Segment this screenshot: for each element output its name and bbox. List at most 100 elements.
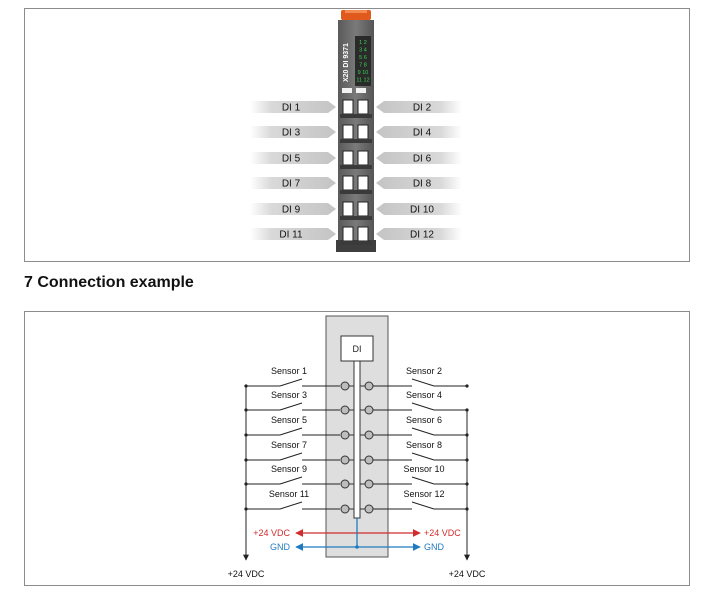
status-led-row: 5 6 bbox=[359, 55, 367, 61]
terminal-label-right: DI 4 bbox=[413, 128, 432, 139]
terminal-slot bbox=[342, 124, 354, 140]
module-top-cap-shade bbox=[345, 10, 367, 13]
terminal-slot bbox=[342, 99, 354, 115]
terminal-slot bbox=[342, 226, 354, 242]
bottom-supply-right: +24 VDC bbox=[449, 569, 486, 579]
sensor-switch-right bbox=[411, 378, 435, 387]
terminal-label-right: DI 12 bbox=[410, 230, 434, 241]
terminal-point-left bbox=[340, 430, 350, 440]
terminal-slot bbox=[357, 150, 369, 166]
terminal-point-right bbox=[364, 381, 374, 391]
sensor-switch-left bbox=[279, 427, 303, 436]
sensor-switch-left bbox=[279, 402, 303, 411]
terminal-bar-right bbox=[376, 228, 462, 240]
di-box-label: DI bbox=[353, 344, 362, 354]
terminal-label-left: DI 11 bbox=[279, 230, 303, 241]
sensor-label-right: Sensor 8 bbox=[406, 440, 442, 450]
sensor-switch-left bbox=[279, 378, 303, 387]
terminal-bar-left bbox=[250, 177, 336, 189]
terminal-point-right bbox=[364, 479, 374, 489]
sensor-switch-left bbox=[279, 476, 303, 485]
module-white-tab bbox=[342, 88, 352, 93]
terminal-point-left bbox=[340, 479, 350, 489]
status-led-row: 9 10 bbox=[358, 70, 369, 76]
terminal-divider bbox=[340, 114, 372, 118]
sensor-switch-left bbox=[279, 501, 303, 510]
terminal-bar-left bbox=[250, 203, 336, 215]
terminal-slot bbox=[357, 201, 369, 217]
terminal-slot bbox=[342, 175, 354, 191]
status-led-row: 11 12 bbox=[356, 78, 369, 84]
terminal-slot bbox=[357, 175, 369, 191]
gnd-label-right: GND bbox=[424, 542, 445, 552]
terminal-divider bbox=[340, 241, 372, 245]
di-bus bbox=[353, 360, 361, 519]
terminal-bar-right bbox=[376, 101, 462, 113]
status-led-row: 1 2 bbox=[359, 40, 367, 46]
terminal-bar-right bbox=[376, 203, 462, 215]
terminal-point-right bbox=[364, 405, 374, 415]
terminal-bar-right bbox=[376, 177, 462, 189]
terminal-point-right bbox=[364, 504, 374, 514]
bottom-supply-left: +24 VDC bbox=[228, 569, 265, 579]
terminal-bar-right bbox=[376, 152, 462, 164]
terminal-slot bbox=[357, 124, 369, 140]
sensor-label-left: Sensor 5 bbox=[271, 415, 307, 425]
sensor-switch-left bbox=[279, 452, 303, 461]
terminal-point-right bbox=[364, 430, 374, 440]
connection-diagram: DI Sensor 1 Sensor 2 Sensor 3 Sensor 4 Senso… bbox=[228, 315, 486, 579]
gnd-junction bbox=[355, 545, 359, 549]
sensor-label-right: Sensor 10 bbox=[403, 464, 444, 474]
section-heading: 7 Connection example bbox=[24, 274, 194, 291]
terminal-label-left: DI 5 bbox=[282, 154, 301, 165]
sensor-label-left: Sensor 1 bbox=[271, 366, 307, 376]
gnd-label-left: GND bbox=[270, 542, 291, 552]
sensor-label-right: Sensor 12 bbox=[403, 489, 444, 499]
terminal-divider bbox=[340, 139, 372, 143]
terminal-divider bbox=[340, 190, 372, 194]
terminal-bar-right bbox=[376, 126, 462, 138]
terminal-label-right: DI 8 bbox=[413, 179, 432, 190]
terminal-bar-left bbox=[250, 126, 336, 138]
terminal-slot bbox=[342, 150, 354, 166]
terminal-divider bbox=[340, 165, 372, 169]
sensor-switch-right bbox=[411, 402, 435, 411]
terminal-bar-left bbox=[250, 152, 336, 164]
terminal-slot bbox=[357, 226, 369, 242]
sensor-switch-right bbox=[411, 501, 435, 510]
terminal-bar-left bbox=[250, 101, 336, 113]
terminal-slot bbox=[342, 201, 354, 217]
status-display bbox=[355, 36, 371, 86]
module-white-tab bbox=[356, 88, 366, 93]
terminal-point-left bbox=[340, 504, 350, 514]
terminal-label-left: DI 3 bbox=[282, 128, 301, 139]
terminal-bar-left bbox=[250, 228, 336, 240]
terminal-label-left: DI 1 bbox=[282, 103, 301, 114]
terminal-label-right: DI 2 bbox=[413, 103, 432, 114]
terminal-label-right: DI 10 bbox=[410, 205, 434, 216]
sensor-label-right: Sensor 2 bbox=[406, 366, 442, 376]
terminal-divider bbox=[340, 216, 372, 220]
supply-label-left: +24 VDC bbox=[253, 528, 290, 538]
sensor-switch-right bbox=[411, 452, 435, 461]
sensor-label-right: Sensor 6 bbox=[406, 415, 442, 425]
rail-junction bbox=[465, 384, 469, 388]
terminal-point-left bbox=[340, 455, 350, 465]
terminal-point-right bbox=[364, 455, 374, 465]
sensor-switch-right bbox=[411, 427, 435, 436]
module-label: X20 DI 9371 bbox=[343, 43, 350, 82]
terminal-label-right: DI 6 bbox=[413, 154, 432, 165]
terminal-point-left bbox=[340, 381, 350, 391]
sensor-label-left: Sensor 3 bbox=[271, 390, 307, 400]
status-led-row: 7 8 bbox=[359, 63, 367, 69]
supply-label-right: +24 VDC bbox=[424, 528, 461, 538]
sensor-switch-right bbox=[411, 476, 435, 485]
sensor-label-left: Sensor 11 bbox=[269, 489, 309, 499]
terminal-slot bbox=[357, 99, 369, 115]
terminal-point-left bbox=[340, 405, 350, 415]
sensor-label-left: Sensor 7 bbox=[271, 440, 307, 450]
sensor-label-right: Sensor 4 bbox=[406, 390, 442, 400]
terminal-label-left: DI 9 bbox=[282, 205, 301, 216]
